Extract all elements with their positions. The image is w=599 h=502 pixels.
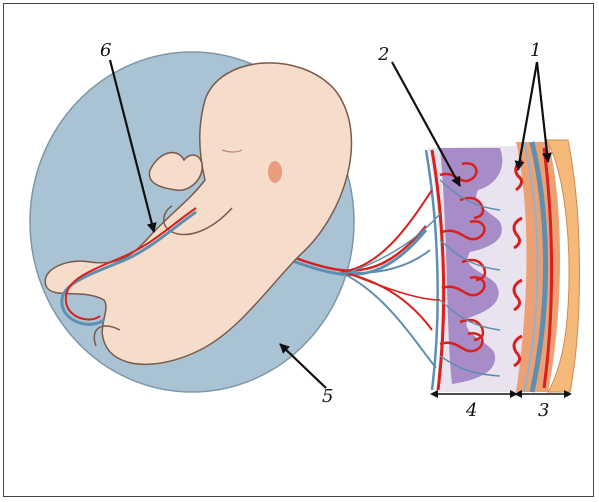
placenta-section: [426, 140, 580, 392]
label-3: 3: [538, 400, 549, 421]
label-6: 6: [100, 40, 111, 61]
label-4: 4: [465, 400, 477, 421]
label-2: 2: [377, 44, 389, 65]
label-1: 1: [530, 40, 541, 61]
label-5: 5: [322, 386, 333, 407]
